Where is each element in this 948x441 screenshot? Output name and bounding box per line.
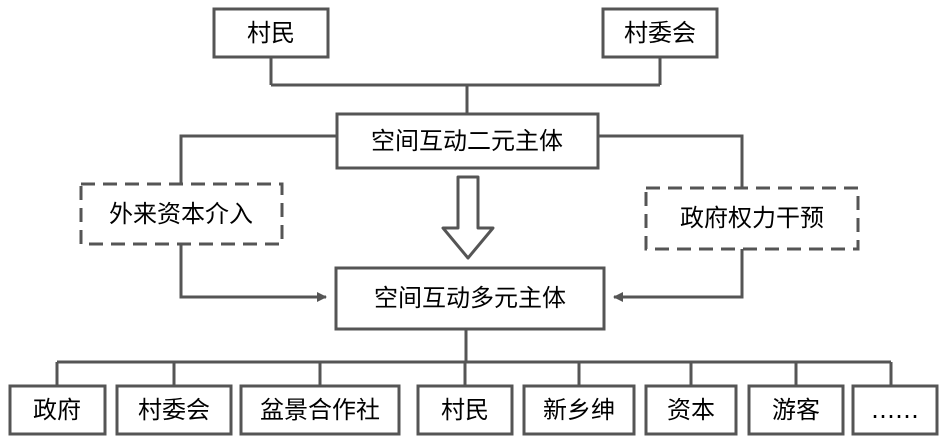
node-external-capital: 外来资本介入 bbox=[79, 182, 284, 246]
node-top-village-committee-label: 村委会 bbox=[624, 19, 696, 47]
node-government-intervention-label: 政府权力干预 bbox=[680, 204, 824, 232]
node-bottom-label: 政府 bbox=[33, 396, 81, 424]
connectors-side bbox=[179, 134, 744, 188]
node-bottom-villagers: 村民 bbox=[416, 384, 514, 436]
node-bottom-label: 村委会 bbox=[138, 396, 210, 424]
connectors-top bbox=[269, 57, 662, 114]
node-bottom-bonsai-cooperative: 盆景合作社 bbox=[239, 384, 401, 436]
node-bottom-tourists: 游客 bbox=[747, 384, 845, 436]
node-bottom-label: …… bbox=[871, 396, 919, 424]
node-bottom-label: 村民 bbox=[441, 396, 489, 424]
node-top-villagers-label: 村民 bbox=[247, 19, 295, 47]
node-bottom-label: 盆景合作社 bbox=[260, 396, 380, 424]
node-bottom-ellipsis: …… bbox=[851, 384, 939, 436]
node-dual-subject-label: 空间互动二元主体 bbox=[371, 127, 563, 155]
node-external-capital-label: 外来资本介入 bbox=[109, 200, 253, 228]
node-bottom-label: 游客 bbox=[772, 396, 820, 424]
node-multi-subject: 空间互动多元主体 bbox=[334, 266, 606, 331]
node-bottom-new-gentry: 新乡绅 bbox=[522, 384, 636, 436]
node-multi-subject-label: 空间互动多元主体 bbox=[374, 284, 566, 312]
node-bottom-capital: 资本 bbox=[644, 384, 738, 436]
transition-arrow-icon bbox=[441, 175, 495, 260]
node-government-intervention: 政府权力干预 bbox=[644, 186, 860, 251]
node-dual-subject: 空间互动二元主体 bbox=[335, 112, 600, 170]
connectors-bottom bbox=[55, 329, 893, 386]
connectors-arrows bbox=[179, 244, 744, 302]
node-top-village-committee: 村委会 bbox=[601, 7, 719, 59]
node-bottom-label: 新乡绅 bbox=[543, 396, 615, 424]
node-bottom-label: 资本 bbox=[667, 396, 715, 424]
node-bottom-government: 政府 bbox=[8, 384, 107, 436]
node-bottom-village-committee: 村委会 bbox=[115, 384, 233, 436]
node-top-villagers: 村民 bbox=[212, 7, 330, 59]
